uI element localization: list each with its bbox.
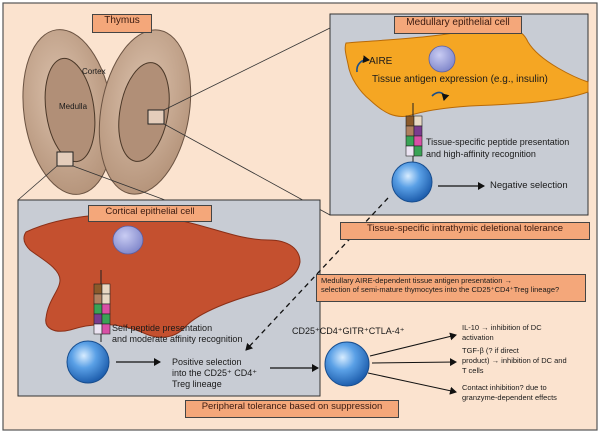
thymus-organ: [22, 29, 192, 195]
positive-selection-line3: Treg lineage: [172, 379, 222, 389]
mhc-chain: [93, 293, 103, 305]
dashed-link-arrow: [245, 197, 389, 351]
cortical-nucleus: [112, 225, 144, 255]
medulla-zoom-region: [147, 109, 165, 125]
positive-selection-line2: into the CD25⁺ CD4⁺: [172, 368, 258, 378]
mhc-chain: [101, 293, 111, 305]
mhc-chain: [405, 125, 415, 137]
tcr-chain: [405, 145, 415, 157]
cortex-label: Cortex: [82, 67, 106, 76]
cortical-epithelial-cell: [23, 213, 301, 338]
medulla-right: [118, 62, 170, 162]
cortical-mhc-tcr-complex: [93, 270, 111, 342]
cortical-presentation-line1: Self-peptide presentation: [112, 323, 213, 333]
treg-phenotype-label: CD25⁺CD4⁺GITR⁺CTLA-4⁺: [292, 326, 405, 336]
recognition-label-line2: and high-affinity recognition: [426, 149, 536, 159]
aire-note-line1: Medullary AIRE-dependent tissue antigen …: [321, 276, 512, 285]
cortical-presentation-line2: and moderate affinity recognition: [112, 334, 243, 344]
tcr-chain: [101, 313, 111, 325]
tgf-arrow: [371, 358, 457, 367]
tcr-chain: [93, 303, 103, 315]
deletional-tolerance-label: Tissue-specific intrathymic deletional t…: [340, 222, 590, 240]
tcr-chain: [101, 303, 111, 315]
medullary-nucleus: [428, 45, 456, 73]
il10-effect-line2: activation: [462, 333, 494, 342]
peptide: [413, 125, 423, 137]
contact-arrow: [367, 372, 457, 395]
negative-selection-label: Negative selection: [490, 180, 568, 191]
medullary-panel-title: Medullary epithelial cell: [394, 16, 522, 34]
zoom-line-cortical-right: [72, 165, 166, 201]
contact-effect-line2: granzyme-dependent effects: [462, 393, 557, 402]
mhc-chain: [413, 115, 423, 127]
treg-cell: [324, 341, 370, 387]
mhc-chain: [93, 283, 103, 295]
antigen-curved-arrow: [431, 91, 450, 101]
peripheral-tolerance-label: Peripheral tolerance based on suppressio…: [185, 400, 399, 418]
medullary-t-cell: [391, 161, 433, 203]
cortical-t-cell: [66, 340, 110, 384]
tcr-chain: [101, 323, 111, 335]
mhc-chain: [405, 115, 415, 127]
antigen-expression-label: Tissue antigen expression (e.g., insulin…: [372, 74, 548, 85]
zoom-line-cortical-left: [17, 165, 58, 201]
cortical-panel-title: Cortical epithelial cell: [88, 205, 212, 222]
tcr-chain: [413, 145, 423, 157]
tcr-chain: [413, 135, 423, 147]
tgf-effect-line3: T cells: [462, 366, 484, 375]
tcr-chain: [93, 313, 103, 325]
zoom-line-medullary-top: [163, 27, 331, 111]
positive-selection-line1: Positive selection: [172, 357, 242, 367]
cortex-zoom-region: [56, 151, 74, 167]
medullary-mhc-tcr-complex: [405, 103, 423, 164]
thymus-title: Thymus: [92, 14, 152, 33]
tcr-chain: [405, 135, 415, 147]
tgf-effect-line1: TGF-β (? if direct: [462, 346, 519, 355]
aire-dependent-note: Medullary AIRE-dependent tissue antigen …: [316, 274, 586, 302]
tcr-chain: [93, 323, 103, 335]
aire-curved-arrow: [356, 55, 370, 73]
contact-effect-line1: Contact inhibition? due to: [462, 383, 547, 392]
aire-note-line2: selection of semi-mature thymocytes into…: [321, 285, 560, 294]
medulla-left: [44, 57, 96, 163]
aire-label: AIRE: [369, 56, 393, 67]
il10-arrow: [369, 332, 457, 357]
medulla-label: Medulla: [59, 102, 88, 111]
recognition-label-line1: Tissue-specific peptide presentation: [426, 137, 570, 147]
mhc-chain: [101, 283, 111, 295]
tgf-effect-line2: product) → inhibition of DC and: [462, 356, 567, 365]
il10-effect-line1: IL-10 → inhibition of DC: [462, 323, 542, 332]
